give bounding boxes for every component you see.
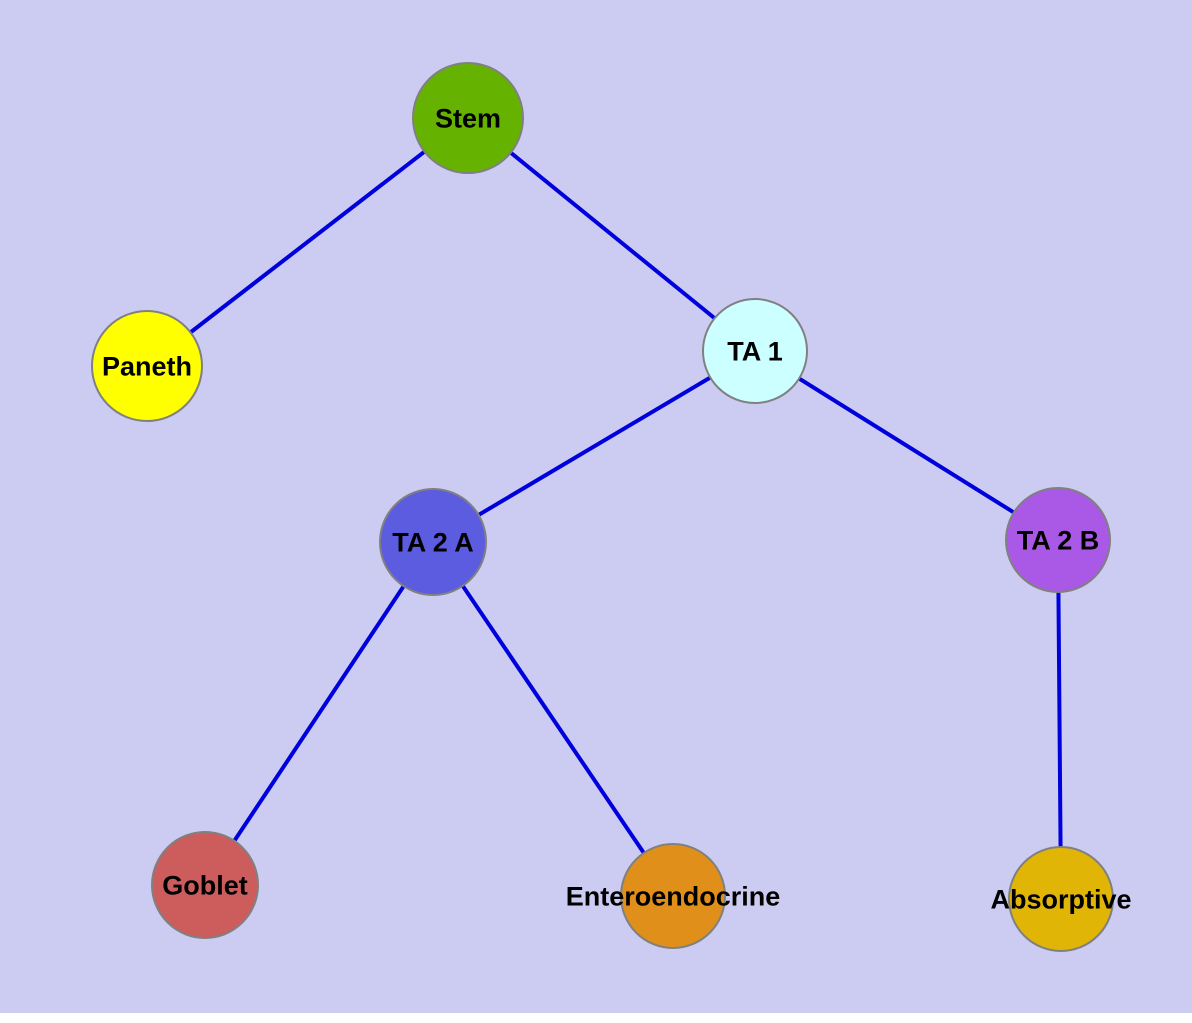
edge-ta2b-absorptive [1056,539,1063,900]
ta2a-circle[interactable] [379,488,487,596]
edge-stem-ta1 [466,116,757,353]
node-ta1[interactable]: TA 1 [702,298,808,404]
node-absorptive[interactable]: Absorptive [990,846,1132,952]
edge-stem-paneth [145,116,470,368]
ta1-circle[interactable] [702,298,808,404]
edge-ta1-ta2b [753,349,1060,542]
node-stem[interactable]: Stem [412,62,524,174]
node-ta2a[interactable]: TA 2 A [379,488,487,596]
node-enteroendocrine[interactable]: Enteroendocrine [566,843,781,949]
stem-circle[interactable] [412,62,524,174]
bottom-strip [0,1013,1192,1023]
node-goblet[interactable]: Goblet [151,831,259,939]
absorptive-circle[interactable] [1008,846,1114,952]
node-ta2b[interactable]: TA 2 B [1005,487,1111,593]
ta2b-circle[interactable] [1005,487,1111,593]
edge-ta2a-enteroendocrine [431,540,675,898]
node-paneth[interactable]: Paneth [91,310,203,422]
paneth-circle[interactable] [91,310,203,422]
goblet-circle[interactable] [151,831,259,939]
edge-ta1-ta2a [431,349,757,544]
edge-ta2a-goblet [203,540,435,887]
enteroendocrine-circle[interactable] [620,843,726,949]
edges-layer [145,116,1063,900]
